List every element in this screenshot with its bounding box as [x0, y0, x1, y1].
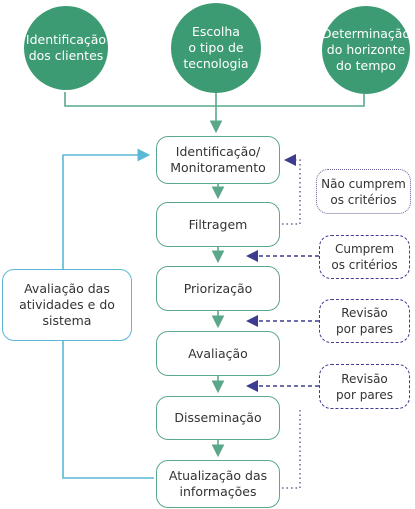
- input-circle-time-horizon: Determinação do horizonte do tempo: [322, 6, 410, 94]
- stage-update: Atualização das informações: [156, 460, 280, 508]
- stage-label: Filtragem: [188, 216, 248, 232]
- input-circle-technology: Escolha o tipo de tecnologia: [171, 3, 261, 93]
- note-peer-review-1: Revisão por pares: [319, 299, 410, 343]
- note-peer-review-2: Revisão por pares: [319, 364, 410, 409]
- feedback-loop-line: [62, 341, 154, 479]
- input-label: Escolha o tipo de tecnologia: [183, 24, 249, 71]
- stage-prioritization: Priorização: [156, 266, 280, 311]
- note-label: Revisão por pares: [336, 306, 393, 336]
- input-label: Determinação do horizonte do tempo: [321, 26, 411, 73]
- feedback-loop-line: [62, 148, 151, 269]
- feedback-label: Avaliação das atividades e do sistema: [19, 281, 115, 328]
- stage-evaluation: Avaliação: [156, 331, 280, 376]
- stage-label: Identificação/ Monitoramento: [170, 144, 266, 175]
- update-dotted-link: [282, 407, 301, 489]
- stage-label: Avaliação: [188, 345, 248, 361]
- input-label: Identificação dos clientes: [25, 32, 107, 63]
- feedback-evaluation-box: Avaliação das atividades e do sistema: [2, 269, 132, 341]
- note-label: Cumprem os critérios: [331, 242, 398, 272]
- stage-filtering: Filtragem: [156, 202, 280, 247]
- stage-label: Atualização das informações: [168, 468, 268, 499]
- note-label: Não cumprem os critérios: [321, 176, 406, 207]
- stage-label: Priorização: [183, 280, 253, 296]
- note-not-meeting-criteria: Não cumprem os critérios: [316, 169, 411, 214]
- input-connector: [64, 92, 365, 107]
- stage-dissemination: Disseminação: [156, 396, 280, 440]
- note-label: Revisão por pares: [336, 371, 393, 402]
- rejected-loop: [282, 154, 301, 225]
- stage-label: Disseminação: [174, 410, 262, 425]
- note-meeting-criteria: Cumprem os critérios: [319, 235, 410, 279]
- stage-identification: Identificação/ Monitoramento: [156, 136, 280, 184]
- input-circle-clients: Identificação dos clientes: [24, 6, 108, 90]
